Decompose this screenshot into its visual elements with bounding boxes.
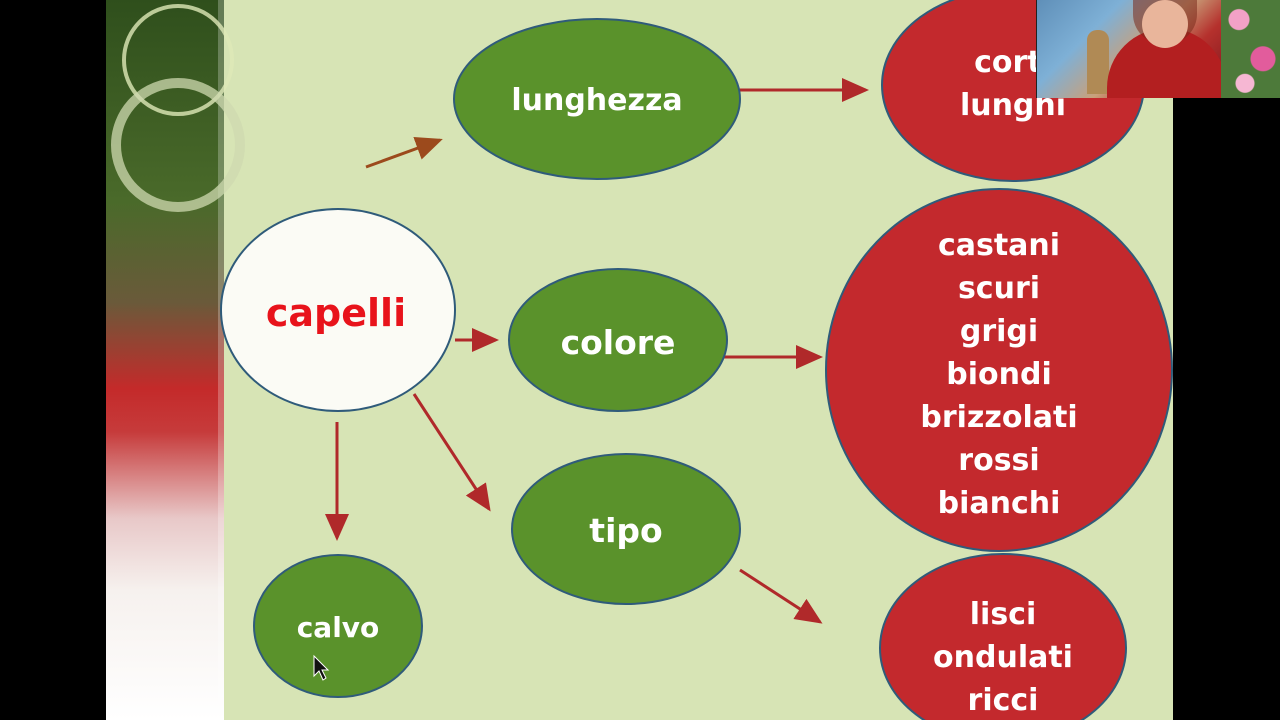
arrow-capelli-to-tipo — [412, 393, 491, 512]
node-capelli: capelli — [220, 208, 456, 412]
slide: capelli lunghezza colore tipo calvo cort… — [106, 0, 1173, 720]
type-value-1: ondulati — [933, 640, 1073, 675]
node-colore: colore — [508, 268, 728, 412]
color-value-2: grigi — [960, 314, 1038, 349]
node-lunghezza: lunghezza — [453, 18, 741, 180]
node-calvo-label: calvo — [297, 611, 380, 644]
node-lunghezza-label: lunghezza — [511, 83, 682, 118]
webcam-flowers — [1221, 0, 1280, 98]
color-value-5: rossi — [958, 443, 1039, 478]
mind-map: capelli lunghezza colore tipo calvo cort… — [111, 0, 1173, 720]
decorative-rings — [111, 4, 245, 212]
type-value-2: ricci — [968, 683, 1039, 718]
node-capelli-label: capelli — [266, 291, 406, 335]
color-value-0: castani — [938, 228, 1060, 263]
node-tipo-label: tipo — [589, 511, 662, 550]
color-value-4: brizzolati — [920, 400, 1077, 435]
webcam-background-tower — [1087, 30, 1109, 94]
arrow-capelli-to-lunghezza — [365, 136, 443, 169]
mouse-cursor-icon — [313, 654, 330, 681]
node-type-values: lisci ondulati ricci — [879, 553, 1127, 720]
node-tipo: tipo — [511, 453, 741, 605]
type-value-0: lisci — [970, 597, 1037, 632]
color-value-6: bianchi — [938, 486, 1061, 521]
webcam-presenter-face — [1142, 0, 1188, 48]
node-colore-label: colore — [561, 323, 676, 362]
node-calvo: calvo — [253, 554, 423, 698]
arrow-tipo-to-values — [739, 568, 823, 624]
node-color-values: castani scuri grigi biondi brizzolati ro… — [825, 188, 1173, 552]
webcam-overlay — [1036, 0, 1280, 98]
color-value-1: scuri — [958, 271, 1040, 306]
color-value-3: biondi — [946, 357, 1051, 392]
